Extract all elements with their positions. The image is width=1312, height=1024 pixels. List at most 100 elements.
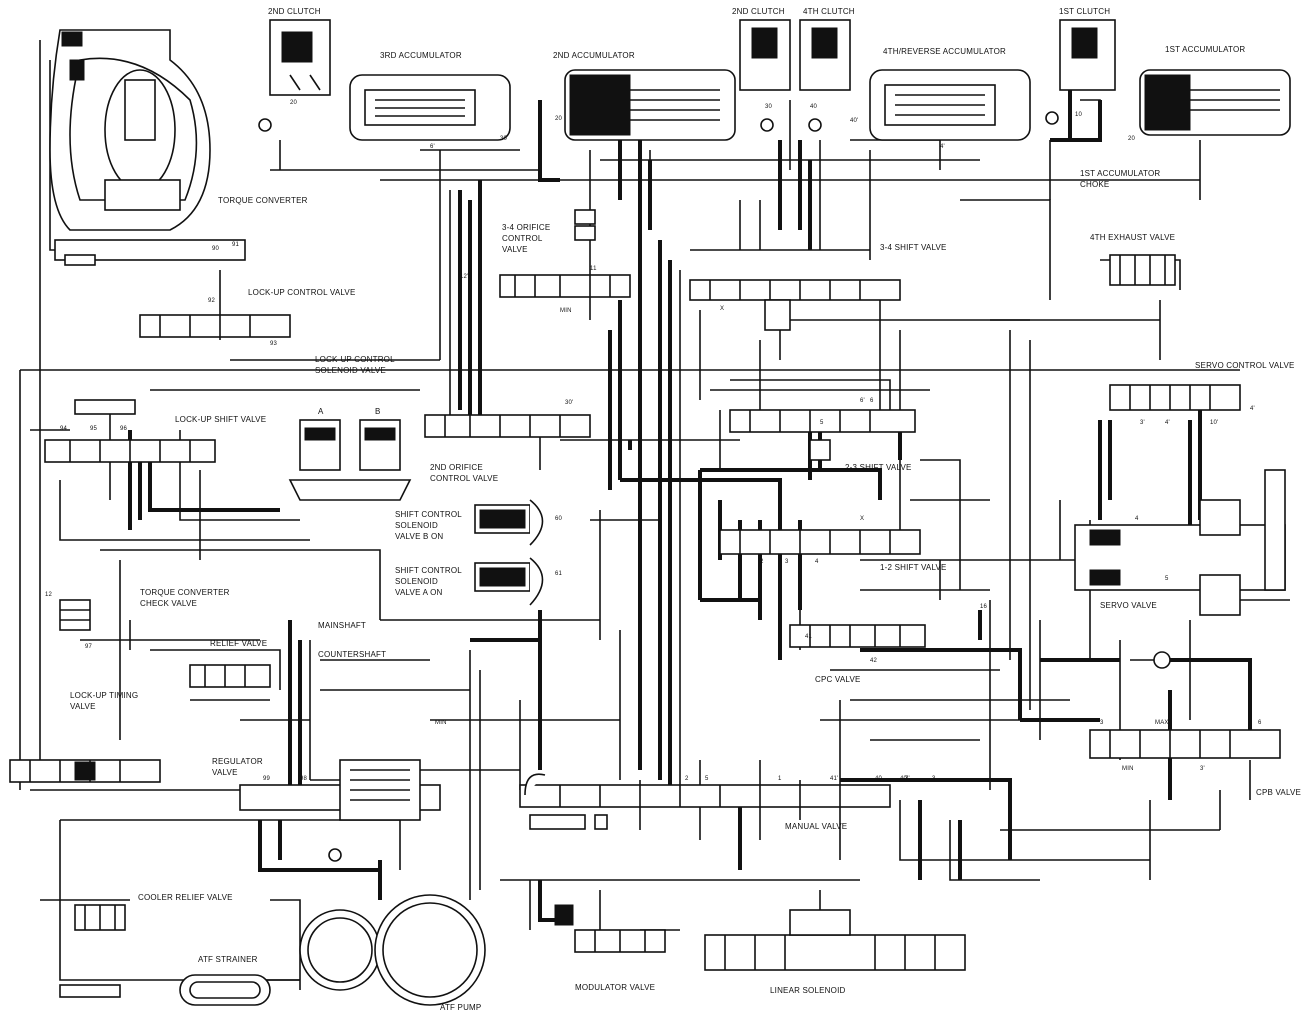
port-code: 5 <box>705 776 709 782</box>
torque-converter <box>49 29 246 266</box>
manual-valve <box>519 773 891 830</box>
port-code: 93 <box>270 341 278 347</box>
label-cpb-valve: CPB VALVE <box>1256 788 1301 797</box>
port-code: 3' <box>905 776 910 782</box>
port-code: 3 <box>785 559 789 565</box>
label-1st-clutch: 1ST CLUTCH <box>1059 7 1110 16</box>
label-tc-check-valve-2: CHECK VALVE <box>140 599 197 608</box>
port-code: 4 <box>1135 516 1139 522</box>
port-code: 41 <box>805 634 813 640</box>
port-code: 6 <box>1258 720 1262 726</box>
port-code: 20 <box>290 100 298 106</box>
label-servo-valve: SERVO VALVE <box>1100 601 1157 610</box>
label-shift-solenoid-a-3: VALVE A ON <box>395 588 443 597</box>
label-regulator-1: REGULATOR <box>212 757 263 766</box>
port-code: X <box>860 516 864 522</box>
label-1st-accumulator-choke-2: CHOKE <box>1080 180 1109 189</box>
port-code: X <box>720 306 724 312</box>
label-2nd-orifice-1: 2ND ORIFICE <box>430 463 483 472</box>
port-code: 5 <box>1165 576 1169 582</box>
port-code: 5 <box>820 420 824 426</box>
label-mainshaft: MAINSHAFT <box>318 621 366 630</box>
port-code: 42 <box>870 658 878 664</box>
port-code: 3 <box>932 776 936 782</box>
shift-solenoid-a <box>474 557 544 606</box>
port-code: 11 <box>590 266 597 272</box>
port-code: 40' <box>900 776 908 782</box>
label-manual-valve: MANUAL VALVE <box>785 822 847 831</box>
port-code: 4 <box>815 559 819 565</box>
label-solenoid-b: B <box>375 407 381 416</box>
lockup-solenoid-valve <box>288 419 412 501</box>
port-code: 96 <box>120 426 128 432</box>
port-code: 30' <box>565 400 573 406</box>
port-code: 40 <box>875 776 883 782</box>
label-shift-solenoid-b-1: SHIFT CONTROL <box>395 510 462 519</box>
label-lockup-control-valve: LOCK-UP CONTROL VALVE <box>248 288 356 297</box>
label-atf-strainer: ATF STRAINER <box>198 955 258 964</box>
label-1st-accumulator: 1ST ACCUMULATOR <box>1165 45 1245 54</box>
orifice-control-valve-34 <box>499 209 631 298</box>
cpc-valve <box>789 624 926 648</box>
label-servo-control-valve: SERVO CONTROL VALVE <box>1195 361 1295 370</box>
servo-valve <box>1074 469 1286 616</box>
accumulator-4th-reverse <box>869 69 1031 141</box>
label-cpc-valve: CPC VALVE <box>815 675 861 684</box>
label-torque-converter: TORQUE CONVERTER <box>218 196 308 205</box>
port-code: 12' <box>460 274 468 280</box>
label-relief-valve: RELIEF VALVE <box>210 639 267 648</box>
port-code: 16 <box>980 604 988 610</box>
port-code: MIN <box>435 720 447 726</box>
port-code: 10 <box>1075 112 1083 118</box>
port-code: 94 <box>60 426 68 432</box>
label-34-shift-valve: 3-4 SHIFT VALVE <box>880 243 947 252</box>
label-lockup-timing-1: LOCK-UP TIMING <box>70 691 138 700</box>
label-modulator-valve: MODULATOR VALVE <box>575 983 655 992</box>
label-lockup-timing-2: VALVE <box>70 702 96 711</box>
port-code: 30 <box>765 104 773 110</box>
label-shift-solenoid-b-2: SOLENOID <box>395 521 438 530</box>
port-code: 1 <box>778 776 782 782</box>
orifice-control-valve-2nd <box>424 414 591 438</box>
linear-solenoid <box>704 909 966 971</box>
clutch-2nd-left <box>258 19 331 132</box>
port-code: 4' <box>1165 420 1170 426</box>
label-tc-check-valve-1: TORQUE CONVERTER <box>140 588 230 597</box>
label-shift-solenoid-a-1: SHIFT CONTROL <box>395 566 462 575</box>
port-code: 10' <box>1210 420 1218 426</box>
shift-valve-34 <box>689 279 901 331</box>
label-2nd-accumulator: 2ND ACCUMULATOR <box>553 51 635 60</box>
label-lockup-solenoid-2: SOLENOID VALVE <box>315 366 386 375</box>
port-code: 60 <box>555 516 563 522</box>
atf-pump <box>299 894 486 1006</box>
port-code: 95 <box>90 426 98 432</box>
port-code: 20 <box>1128 136 1136 142</box>
accumulator-1st <box>1139 69 1291 136</box>
clutch-1st <box>1045 19 1116 125</box>
clutch-2nd-right <box>739 19 791 132</box>
label-23-shift-valve: 2-3 SHIFT VALVE <box>845 463 912 472</box>
port-code: 97 <box>85 644 93 650</box>
label-lockup-shift-valve: LOCK-UP SHIFT VALVE <box>175 415 266 424</box>
label-34-orifice-1: 3-4 ORIFICE <box>502 223 550 232</box>
port-code: 3' <box>1200 766 1205 772</box>
atf-strainer <box>59 974 271 1006</box>
port-code: 92 <box>208 298 216 304</box>
shift-valve-23 <box>729 409 916 461</box>
cpb-valve <box>1089 651 1281 759</box>
port-code: MAX <box>1155 720 1169 726</box>
label-2nd-orifice-2: CONTROL VALVE <box>430 474 498 483</box>
torque-converter-check-valve <box>59 599 91 631</box>
relief-valve <box>189 664 271 688</box>
port-code: 40' <box>850 118 858 124</box>
label-regulator-2: VALVE <box>212 768 238 777</box>
port-code: 1 <box>738 559 742 565</box>
label-34-orifice-3: VALVE <box>502 245 528 254</box>
label-34-orifice-2: CONTROL <box>502 234 543 243</box>
accumulator-2nd <box>564 69 736 141</box>
port-code: 40 <box>810 104 818 110</box>
port-code: 2 <box>760 559 764 565</box>
label-linear-solenoid: LINEAR SOLENOID <box>770 986 845 995</box>
port-code: 41' <box>830 776 838 782</box>
